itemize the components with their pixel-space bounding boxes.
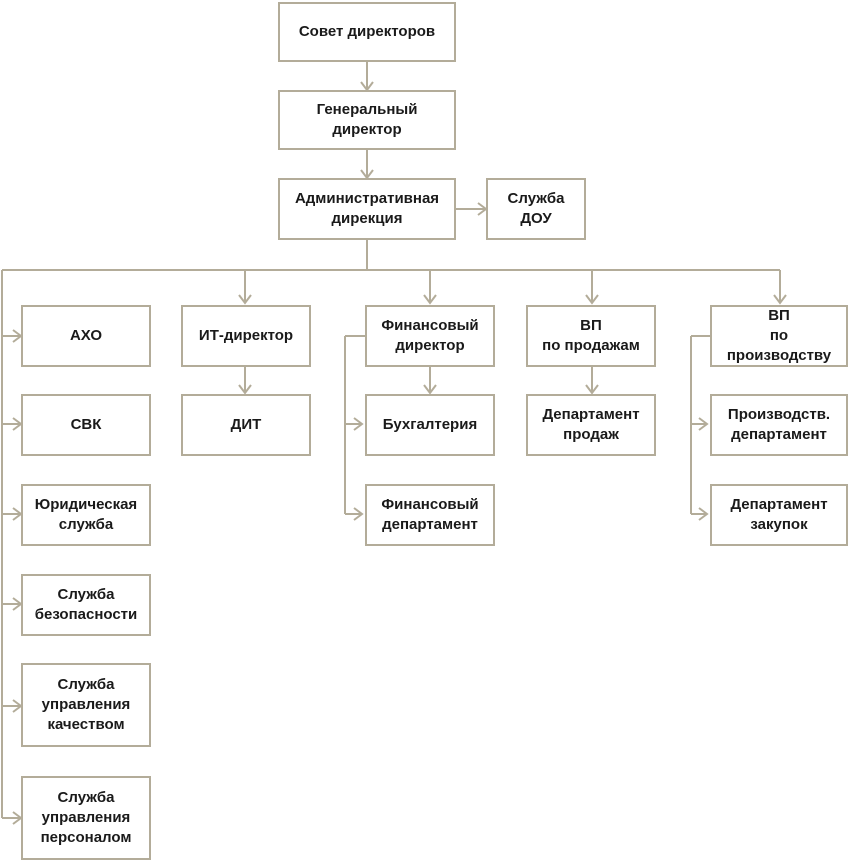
node-vp-production: ВП по производству [710, 305, 848, 367]
node-financial-department: Финансовый департамент [365, 484, 495, 546]
node-aho: АХО [21, 305, 151, 367]
node-svk: СВК [21, 394, 151, 456]
node-hr-service: Служба управления персоналом [21, 776, 151, 860]
node-sales-department: Департамент продаж [526, 394, 656, 456]
node-it-director: ИТ-директор [181, 305, 311, 367]
node-financial-director: Финансовый директор [365, 305, 495, 367]
node-purchasing-department: Департамент закупок [710, 484, 848, 546]
arrowheads [12, 81, 787, 825]
node-vp-sales: ВП по продажам [526, 305, 656, 367]
node-dit: ДИТ [181, 394, 311, 456]
node-quality-service: Служба управления качеством [21, 663, 151, 747]
node-administrative-directorate: Административная дирекция [278, 178, 456, 240]
node-security-service: Служба безопасности [21, 574, 151, 636]
node-dou-service: Служба ДОУ [486, 178, 586, 240]
connector-lines [1, 62, 781, 819]
node-legal-service: Юридическая служба [21, 484, 151, 546]
node-general-director: Генеральный директор [278, 90, 456, 150]
node-accounting: Бухгалтерия [365, 394, 495, 456]
node-board-of-directors: Совет директоров [278, 2, 456, 62]
node-production-department: Производств. департамент [710, 394, 848, 456]
